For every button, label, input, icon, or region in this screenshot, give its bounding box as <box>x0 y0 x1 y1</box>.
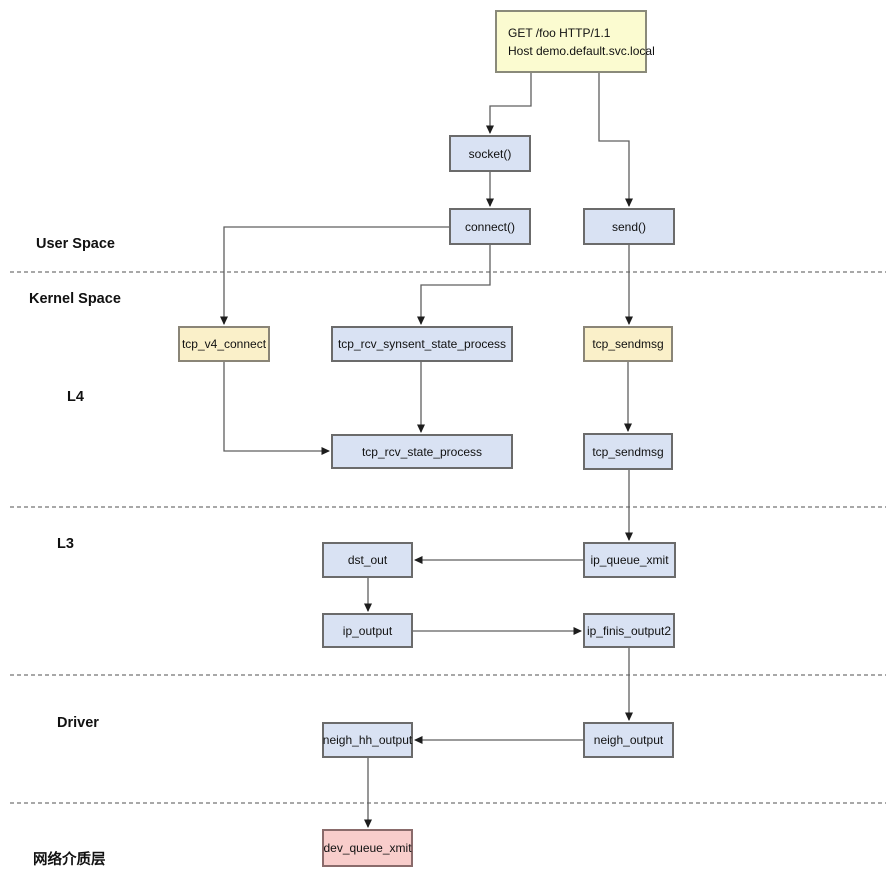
node-neigh-output[interactable]: neigh_output <box>583 722 674 758</box>
node-socket[interactable]: socket() <box>449 135 531 172</box>
node-tcp-rcv-synsent-state-process[interactable]: tcp_rcv_synsent_state_process <box>331 326 513 362</box>
node-send[interactable]: send() <box>583 208 675 245</box>
layer-label-kernel-space: Kernel Space <box>29 291 121 307</box>
node-ip-finis-output2[interactable]: ip_finis_output2 <box>583 613 675 648</box>
edge-tcpv4connect-to-rcvstate <box>223 362 330 455</box>
layer-label-l4: L4 <box>67 389 84 405</box>
node-connect[interactable]: connect() <box>449 208 531 245</box>
layer-label-network-media: 网络介质层 <box>33 852 106 868</box>
edge-http-to-socket <box>486 73 532 134</box>
edge-connect-to-tcpv4connect <box>220 226 449 325</box>
node-ip-output[interactable]: ip_output <box>322 613 413 648</box>
http-request-line2: Host demo.default.svc.local <box>508 43 655 58</box>
layer-label-l3: L3 <box>57 536 74 552</box>
edge-http-to-send <box>598 73 633 207</box>
edge-connect-to-synsent <box>417 245 491 325</box>
http-request-line1: GET /foo HTTP/1.1 <box>508 25 611 40</box>
node-http-request[interactable]: GET /foo HTTP/1.1 Host demo.default.svc.… <box>495 10 655 73</box>
node-tcp-rcv-state-process[interactable]: tcp_rcv_state_process <box>331 434 513 469</box>
layer-label-driver: Driver <box>57 715 99 731</box>
node-dst-out[interactable]: dst_out <box>322 542 413 578</box>
layer-label-user-space: User Space <box>36 236 115 252</box>
node-tcp-v4-connect[interactable]: tcp_v4_connect <box>178 326 270 362</box>
node-tcp-sendmsg-entry[interactable]: tcp_sendmsg <box>583 326 673 362</box>
node-tcp-sendmsg-l4[interactable]: tcp_sendmsg <box>583 433 673 470</box>
node-neigh-hh-output[interactable]: neigh_hh_output <box>322 722 413 758</box>
node-dev-queue-xmit[interactable]: dev_queue_xmit <box>322 829 413 867</box>
node-ip-queue-xmit[interactable]: ip_queue_xmit <box>583 542 676 578</box>
